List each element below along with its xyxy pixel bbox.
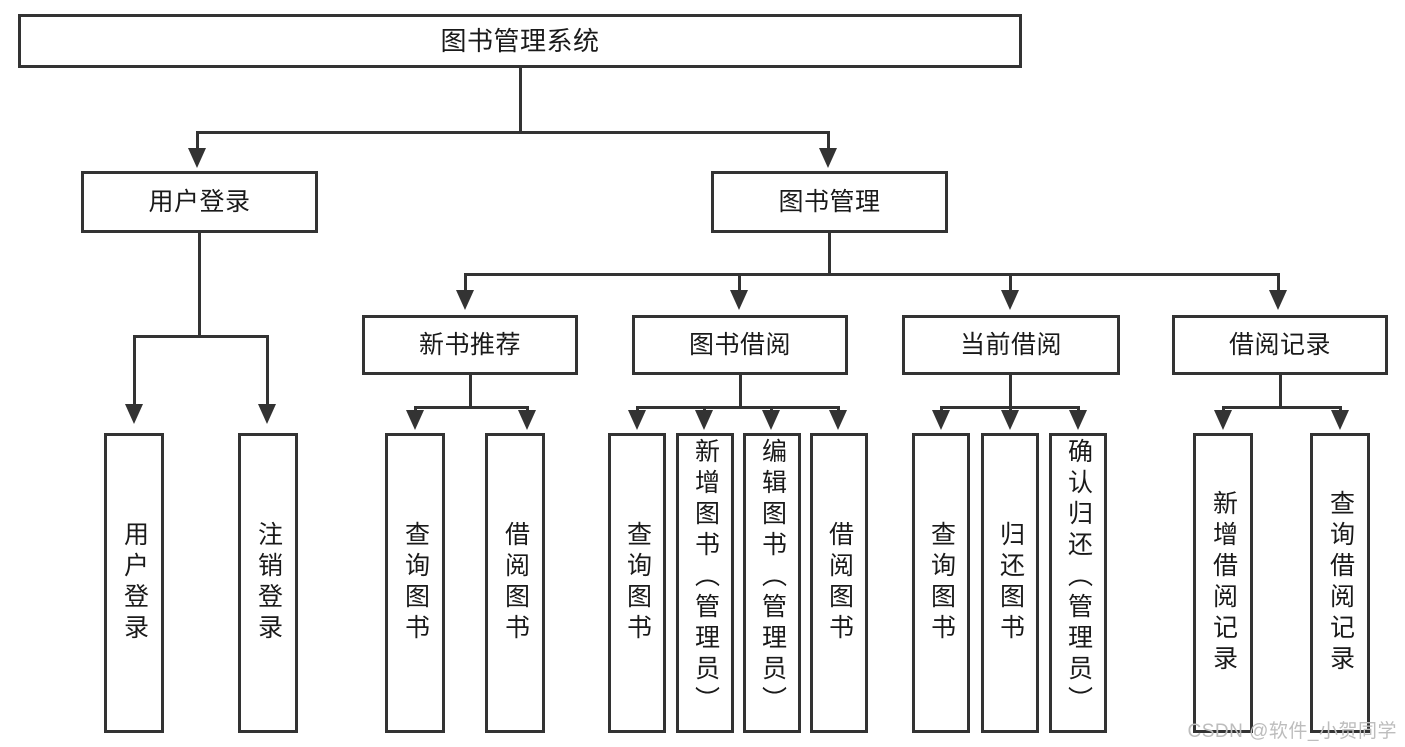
arrow-book-manage-child-1 [456,290,474,310]
leaf-new-book-borrow[interactable]: 借阅图书 [485,433,545,733]
node-label: 查询图书 [401,521,430,645]
connector-book-manage-child-2 [738,273,741,293]
arrow-book-manage-child-2 [730,290,748,310]
connector-current-borrow-stem [1009,375,1012,409]
node-label: 查询图书 [927,521,956,645]
connector-new-book-spreader [414,406,529,409]
node-new-book-recommend[interactable]: 新书推荐 [362,315,578,375]
arrow-current-borrow-leaf-1 [932,410,950,430]
leaf-user-login-login[interactable]: 用户登录 [104,433,164,733]
node-user-login[interactable]: 用户登录 [81,171,318,233]
leaf-borrow-record-query[interactable]: 查询借阅记录 [1310,433,1370,733]
node-label: 用户登录 [148,187,251,216]
arrow-borrow-record-leaf-1 [1214,410,1232,430]
connector-to-user-login [196,131,199,151]
leaf-user-login-logout[interactable]: 注销登录 [238,433,298,733]
node-book-borrow[interactable]: 图书借阅 [632,315,848,375]
arrow-current-borrow-leaf-3 [1069,410,1087,430]
connector-user-login-stem [198,233,201,337]
connector-new-book-stem [469,375,472,409]
node-label: 查询借阅记录 [1326,490,1355,676]
connector-book-manage-child-4 [1277,273,1280,293]
connector-root-stem [519,68,522,132]
arrow-book-borrow-leaf-4 [829,410,847,430]
connector-user-login-leaf-2 [266,335,269,407]
node-book-management[interactable]: 图书管理 [711,171,948,233]
node-label: 新增借阅记录 [1209,490,1238,676]
leaf-book-borrow-add[interactable]: 新增图书（管理员） [676,433,734,733]
node-label: 图书管理系统 [440,26,600,56]
node-label: 注销登录 [254,521,283,645]
connector-user-login-leaf-1 [133,335,136,407]
connector-borrow-record-spreader [1222,406,1342,409]
node-label: 新增图书（管理员） [691,438,720,717]
connector-book-manage-child-1 [464,273,467,293]
arrow-to-user-login [188,148,206,168]
arrow-book-borrow-leaf-3 [762,410,780,430]
node-current-borrow[interactable]: 当前借阅 [902,315,1120,375]
leaf-current-borrow-return[interactable]: 归还图书 [981,433,1039,733]
node-label: 新书推荐 [418,330,521,359]
arrow-book-manage-child-4 [1269,290,1287,310]
arrow-book-borrow-leaf-2 [695,410,713,430]
arrow-book-manage-child-3 [1001,290,1019,310]
node-label: 借阅记录 [1228,330,1331,359]
leaf-book-borrow-edit[interactable]: 编辑图书（管理员） [743,433,801,733]
leaf-book-borrow-query[interactable]: 查询图书 [608,433,666,733]
connector-book-manage-stem [828,233,831,275]
connector-to-book-manage [827,131,830,151]
connector-book-manage-spreader [464,273,1278,276]
node-label: 编辑图书（管理员） [758,438,787,717]
arrow-borrow-record-leaf-2 [1331,410,1349,430]
node-label: 借阅图书 [825,521,854,645]
node-label: 归还图书 [996,521,1025,645]
arrow-current-borrow-leaf-2 [1001,410,1019,430]
leaf-new-book-query[interactable]: 查询图书 [385,433,445,733]
leaf-current-borrow-confirm[interactable]: 确认归还（管理员） [1049,433,1107,733]
node-borrow-record[interactable]: 借阅记录 [1172,315,1388,375]
node-label: 用户登录 [120,521,149,645]
connector-borrow-record-stem [1279,375,1282,409]
node-label: 图书借阅 [688,330,791,359]
arrow-user-login-leaf-2 [258,404,276,424]
connector-book-borrow-spreader [636,406,840,409]
leaf-borrow-record-add[interactable]: 新增借阅记录 [1193,433,1253,733]
node-label: 图书管理 [778,187,881,216]
leaf-current-borrow-query[interactable]: 查询图书 [912,433,970,733]
arrow-new-book-leaf-2 [518,410,536,430]
leaf-book-borrow-borrow[interactable]: 借阅图书 [810,433,868,733]
connector-book-manage-child-3 [1009,273,1012,293]
arrow-book-borrow-leaf-1 [628,410,646,430]
arrow-to-book-manage [819,148,837,168]
node-label: 确认归还（管理员） [1064,438,1093,717]
connector-user-login-spreader [133,335,269,338]
node-root-system[interactable]: 图书管理系统 [18,14,1022,68]
connector-book-borrow-stem [739,375,742,409]
arrow-user-login-leaf-1 [125,404,143,424]
connector-root-spreader [196,131,830,134]
node-label: 借阅图书 [501,521,530,645]
node-label: 查询图书 [623,521,652,645]
node-label: 当前借阅 [959,330,1062,359]
arrow-new-book-leaf-1 [406,410,424,430]
